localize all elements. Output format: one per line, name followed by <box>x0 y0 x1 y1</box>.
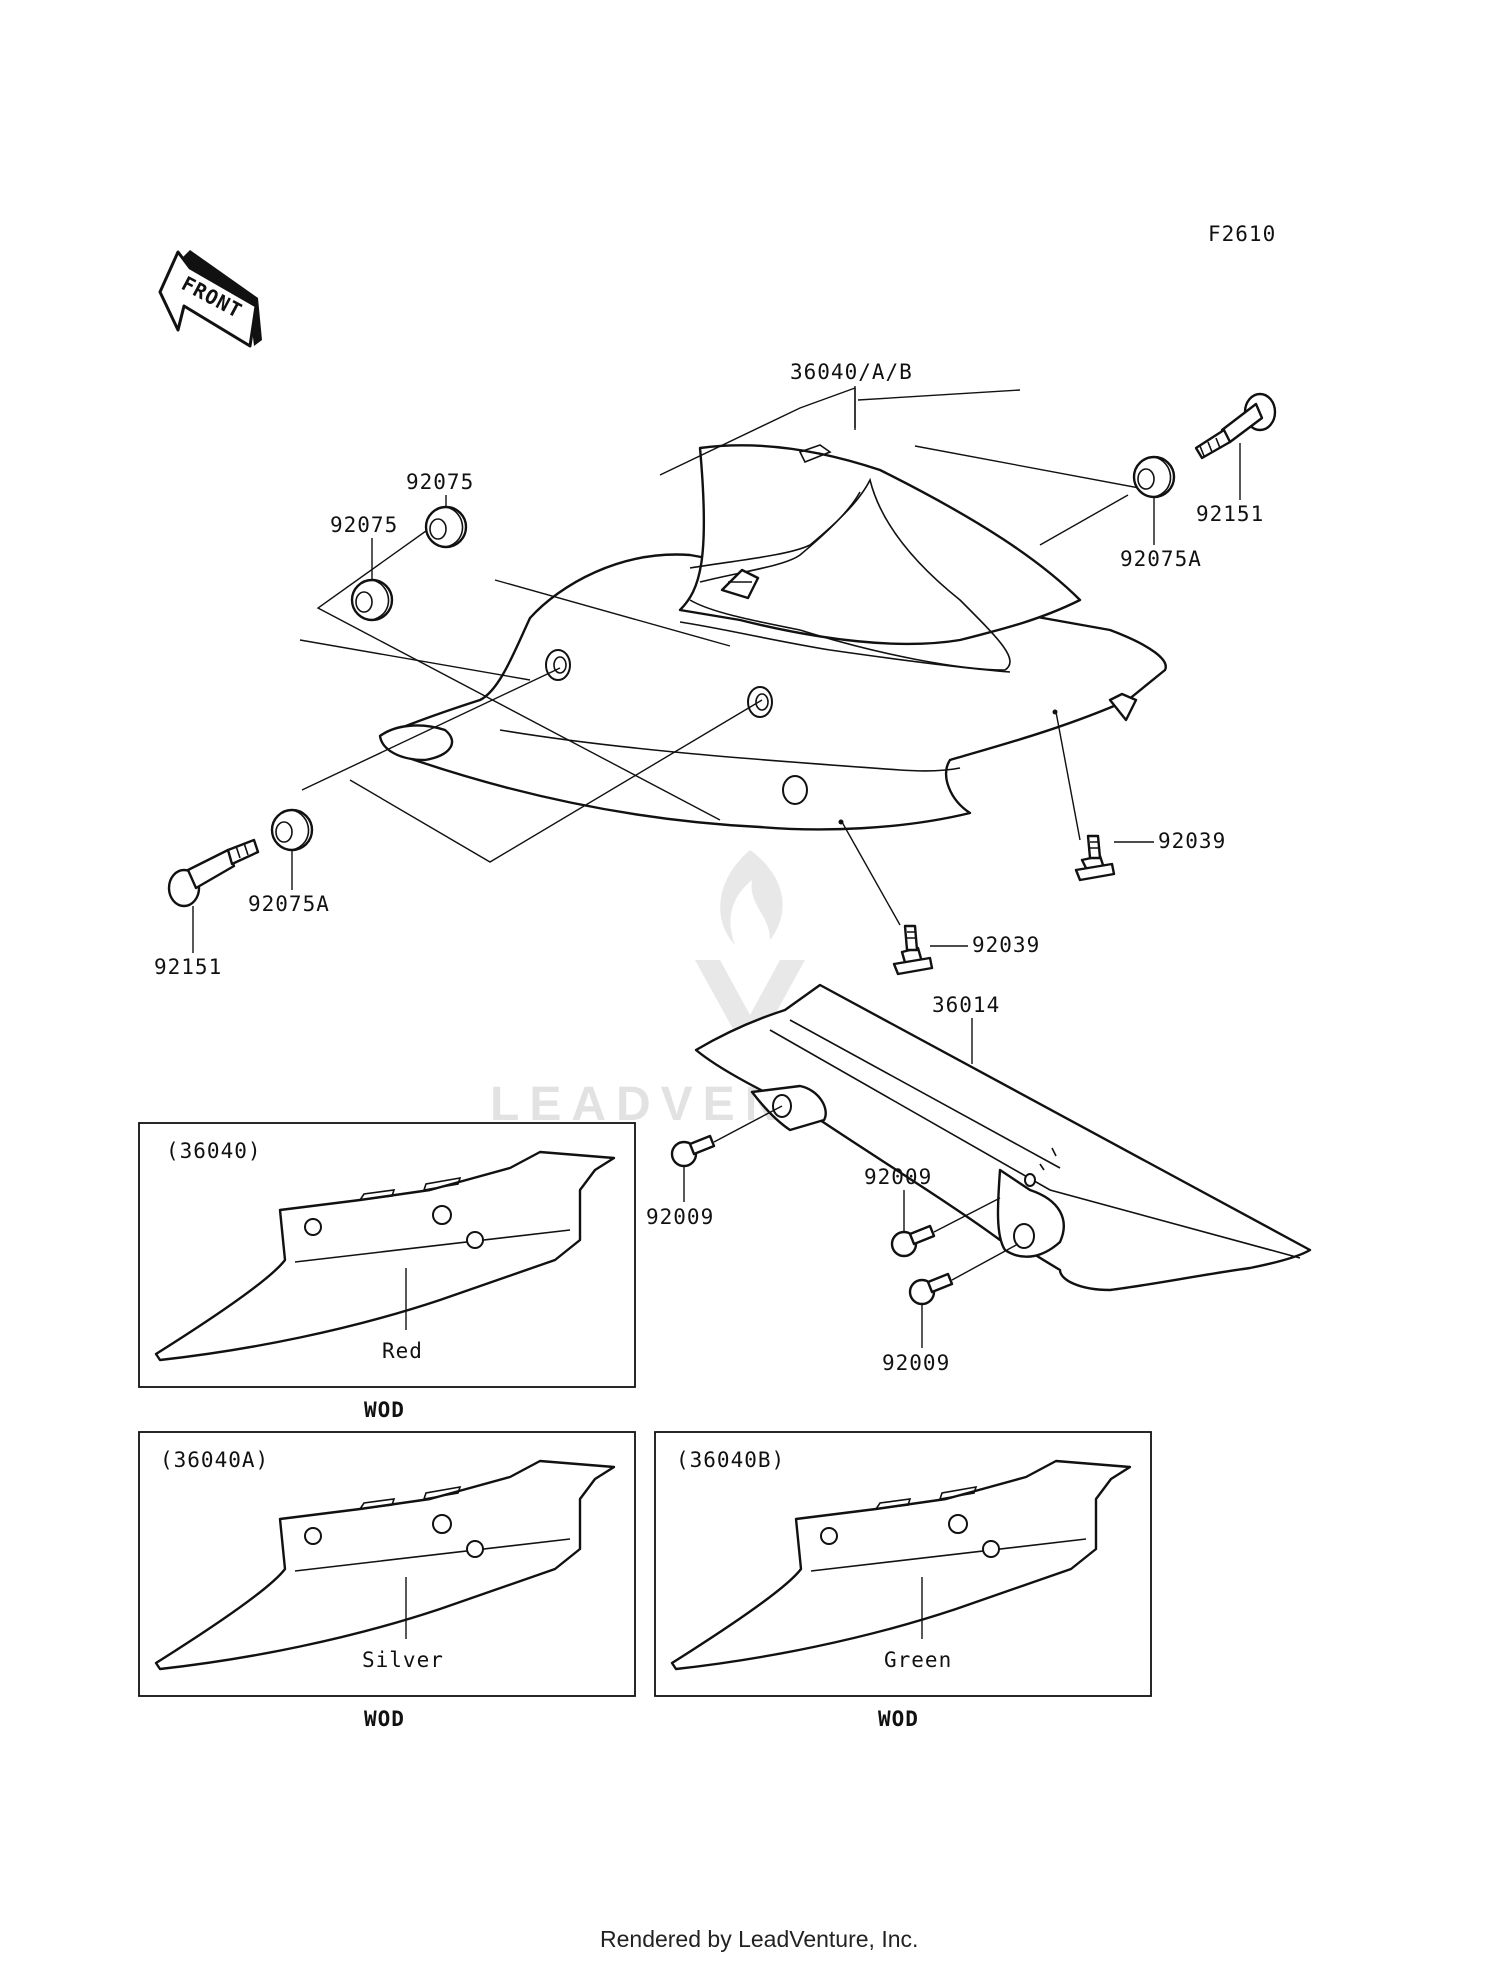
callout-92039-center: 92039 <box>972 933 1040 957</box>
variant-code: (36040B) <box>676 1448 785 1472</box>
callouts: 36040/A/B 92075 92075 92151 92075A 92075… <box>154 360 1264 1375</box>
bolt-92009-bottom <box>908 1243 1019 1306</box>
variant-color: Silver <box>362 1648 444 1672</box>
callout-92151-right: 92151 <box>1196 502 1264 526</box>
grommet-92075A-right <box>1132 455 1176 499</box>
variant-note-36040: WOD <box>364 1398 405 1422</box>
callout-92075-upper: 92075 <box>406 470 474 494</box>
variant-code: (36040A) <box>160 1448 269 1472</box>
bolt-92151-left <box>167 838 260 908</box>
variant-note-36040B: WOD <box>878 1707 919 1731</box>
footer-credit: Rendered by LeadVenture, Inc. <box>600 1926 918 1952</box>
callout-36014: 36014 <box>932 993 1000 1017</box>
frame-cover-part <box>694 983 1312 1292</box>
variant-color: Red <box>382 1339 423 1363</box>
leader-lines <box>299 387 1151 926</box>
clip-92039-right <box>1074 834 1116 882</box>
callout-92075A-left: 92075A <box>248 892 330 916</box>
variant-note-36040A: WOD <box>364 1707 405 1731</box>
callout-92151-left: 92151 <box>154 955 222 979</box>
variant-box-36040A: (36040A) Silver <box>138 1431 636 1697</box>
grommet-92075A-left <box>270 808 314 852</box>
grommet-92075-left <box>350 578 394 622</box>
variant-code: (36040) <box>166 1139 262 1163</box>
bolt-92009-middle <box>890 1197 1001 1258</box>
callout-92009-middle: 92009 <box>864 1165 932 1189</box>
clip-92039-center <box>892 924 934 976</box>
callout-92009-bottom: 92009 <box>882 1351 950 1375</box>
grommet-92075-center <box>424 505 468 549</box>
callout-92009-left: 92009 <box>646 1205 714 1229</box>
callout-36040ab: 36040/A/B <box>790 360 913 384</box>
bolt-92151-right <box>1194 392 1277 460</box>
callout-92075A-right: 92075A <box>1120 547 1202 571</box>
variant-box-36040B: (36040B) Green <box>654 1431 1152 1697</box>
front-arrow-icon: FRONT <box>158 250 262 348</box>
variant-color: Green <box>884 1648 952 1672</box>
variant-box-36040: (36040) Red <box>138 1122 636 1388</box>
callout-92039-right: 92039 <box>1158 829 1226 853</box>
seat-cowl-part <box>378 444 1167 831</box>
callout-92075-lower: 92075 <box>330 513 398 537</box>
figure-code: F2610 <box>1208 222 1276 246</box>
